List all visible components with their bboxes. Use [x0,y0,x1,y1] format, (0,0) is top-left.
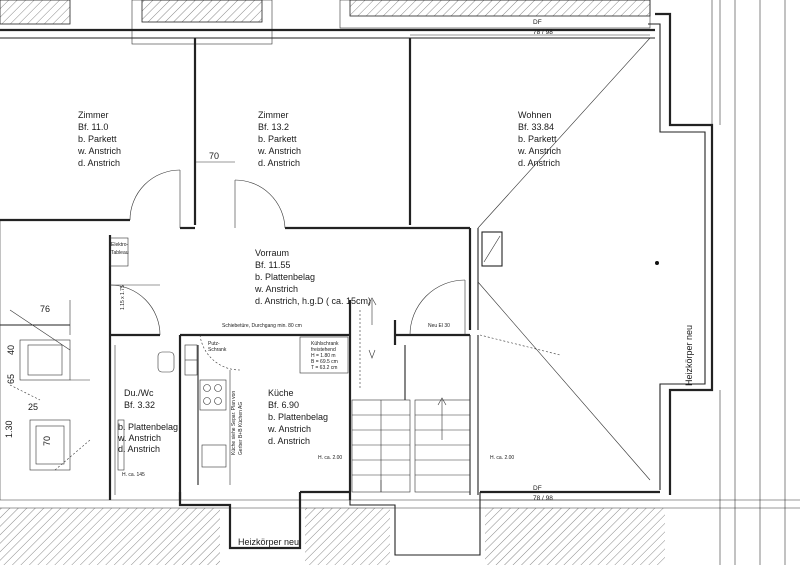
zimmer1-ceiling: d. Anstrich [78,158,120,168]
duwc-area: Bf. 3.32 [124,400,155,410]
room-duwc: Du./Wc Bf. 3.32 b. Plattenbelag w. Anstr… [117,388,178,454]
hca-kueche: H. ca. 2.00 [318,455,342,461]
zimmer1-walls: w. Anstrich [77,146,121,156]
fridge-box [299,336,349,374]
kueche-walls: w. Anstrich [267,424,311,434]
kueche-note-2: Gerber B+B Küchen AG [238,402,244,455]
kuehl-freistehend: freistehend [311,347,336,353]
interior-walls [0,38,479,500]
df-bottom-label: DF [533,485,542,492]
zimmer2-area: Bf. 13.2 [258,122,289,132]
putz-label: Putz- [208,341,220,347]
df-top-label: DF [533,19,542,26]
zimmer2-ceiling: d. Anstrich [258,158,300,168]
room-wohnen: Wohnen Bf. 33.84 b. Parkett w. Anstrich … [517,110,561,168]
vorraum-walls: w. Anstrich [254,284,298,294]
duwc-floor: b. Plattenbelag [118,422,178,432]
kueche-name: Küche [268,388,294,398]
df-top-dim: 78 / 98 [533,29,553,36]
schiebetuere-label: Schiebetüre, Durchgang min. 80 cm [222,323,302,329]
room-vorraum: Vorraum Bf. 11.55 b. Plattenbelag w. Ans… [254,248,371,306]
doors [109,169,466,371]
roof-ridge-lines [477,37,659,481]
room-kueche: Küche Bf. 6.90 b. Plattenbelag w. Anstri… [267,388,328,446]
dim-25: 25 [28,402,38,412]
neu-el-label: Neu El 30 [428,323,450,329]
zimmer2-walls: w. Anstrich [257,146,301,156]
left-annex [0,300,91,471]
dim-70-door: 70 [209,151,219,161]
duwc-name: Du./Wc [124,388,154,398]
bottom-eave [0,507,800,565]
vorraum-name: Vorraum [255,248,289,258]
df-bottom-dim: 78 / 98 [533,495,553,502]
room-zimmer-2: Zimmer Bf. 13.2 b. Parkett w. Anstrich d… [257,110,301,168]
vorraum-ceiling: d. Anstrich, h.g.D ( ca. 15cm) [255,296,371,306]
heizkoerper-right: Heizkörper neu [684,325,694,386]
kitchen-fittings [184,336,349,468]
elektro-label: Elektro- [111,242,129,248]
schrank-label: Schrank [208,347,227,353]
dimension-lines [196,34,660,501]
dim-130: 1.30 [4,420,14,438]
kitchen-sink [201,444,227,468]
cooktop [199,379,227,411]
wohnen-area: Bf. 33.84 [518,122,554,132]
kuehlschrank-label: Kühlschrank [311,341,339,347]
wohnen-name: Wohnen [518,110,551,120]
wohnen-ceiling: d. Anstrich [518,158,560,168]
top-window-bays [0,0,651,45]
dim-65: 65 [6,374,16,384]
kuehl-b: B = 69.5 cm [311,359,338,365]
heizkoerper-bottom: Heizkörper neu [238,537,299,547]
vert-dim-label: 1.15 x 1.75 [120,285,126,310]
zimmer1-area: Bf. 11.0 [78,122,108,132]
kueche-note-1: Küche siehe Separ. Plan von [231,391,237,455]
kueche-floor: b. Plattenbelag [268,412,328,422]
duwc-ceiling: d. Anstrich [118,444,160,454]
toilet [157,351,175,373]
tableau-label: Tableau [111,250,129,256]
elektro-tableau [109,237,129,267]
hca-bath: H. ca. 145 [122,472,145,478]
vorraum-area: Bf. 11.55 [255,260,290,270]
kueche-area: Bf. 6.90 [268,400,299,410]
roof-hatch-right [711,0,786,565]
wohnen-walls: w. Anstrich [517,146,561,156]
zimmer2-name: Zimmer [258,110,289,120]
duwc-walls: w. Anstrich [117,433,161,443]
dim-40: 40 [6,345,16,355]
hca-right: H. ca. 2.00 [490,455,514,461]
kuehl-h: H = 1.80 m [311,353,336,359]
bath-fittings [117,351,175,471]
wohnen-floor: b. Parkett [518,134,557,144]
zimmer2-floor: b. Parkett [258,134,297,144]
kuehl-t: T = 63.2 cm [311,365,337,371]
dim-70-side: 70 [42,436,52,446]
kueche-ceiling: d. Anstrich [268,436,310,446]
vorraum-floor: b. Plattenbelag [255,272,315,282]
room-zimmer-1: Zimmer Bf. 11.0 b. Parkett w. Anstrich d… [77,110,121,168]
chimney [481,231,503,267]
staircase [351,297,471,493]
zimmer1-floor: b. Parkett [78,134,117,144]
dim-76: 76 [40,304,50,314]
zimmer1-name: Zimmer [78,110,109,120]
